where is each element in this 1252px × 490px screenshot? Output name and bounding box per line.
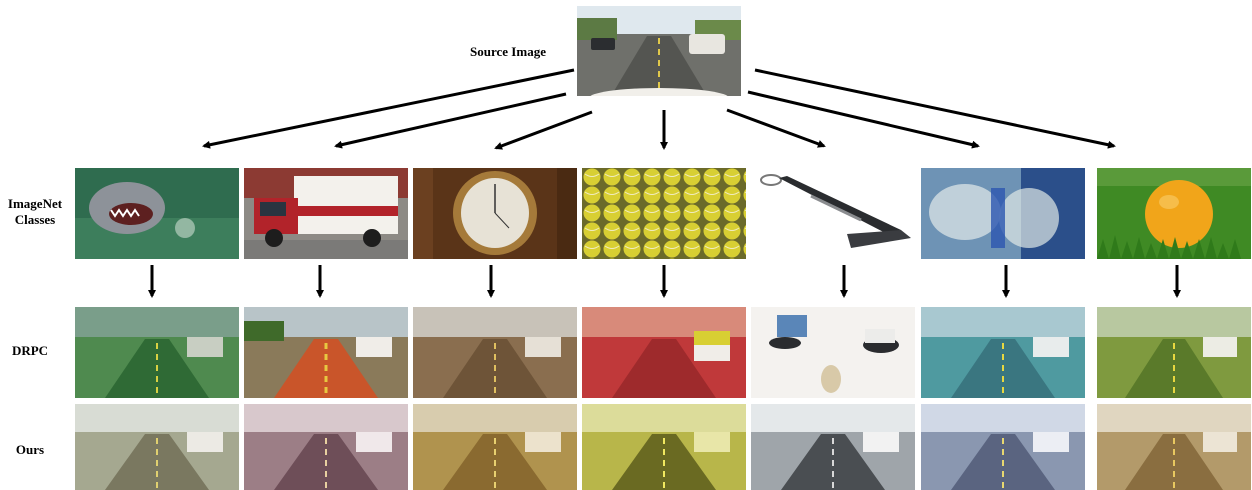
drpc-result-4 [582,307,746,398]
arrow-source-to-class-6 [747,90,980,149]
drpc-row-label: DRPC [11,343,49,358]
imagenet-ambulance-image [244,168,408,259]
drpc-result-7 [1097,307,1251,398]
drpc-result-1 [75,307,239,398]
ours-result-3 [413,404,577,490]
ours-result-5 [751,404,915,490]
ours-result-4 [582,404,746,490]
imagenet-tennis-balls-image [582,168,746,259]
ours-row-label: Ours [15,442,45,457]
imagenet-stapler-image [751,168,915,259]
arrow-source-to-class-2 [334,92,567,149]
arrow-source-to-class-3 [494,110,593,150]
ours-result-6 [921,404,1085,490]
source-image-label: Source Image [470,44,546,59]
arrow-source-to-class-1 [202,68,575,149]
imagenet-shark-image [75,168,239,259]
drpc-result-5 [751,307,915,398]
imagenet-classes-label: ImageNet Classes [7,196,63,227]
drpc-result-3 [413,307,577,398]
drpc-result-2 [244,307,408,398]
drpc-result-6 [921,307,1085,398]
ours-result-2 [244,404,408,490]
ours-result-7 [1097,404,1251,490]
ours-result-1 [75,404,239,490]
arrow-source-to-class-7 [754,68,1116,149]
imagenet-orange-image [1097,168,1251,259]
imagenet-snorkel-mask-image [921,168,1085,259]
source-image [577,6,741,96]
arrow-source-to-class-5 [726,108,826,148]
imagenet-barometer-image [413,168,577,259]
